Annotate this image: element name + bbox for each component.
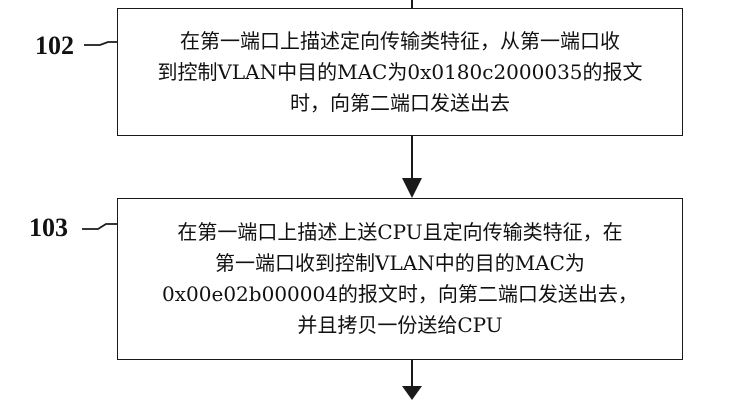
leader-line-103 xyxy=(82,223,117,230)
step-label-103: 103 xyxy=(29,213,68,242)
step-label-102: 102 xyxy=(35,31,74,60)
process-box-103-text: 在第一端口上描述上送CPU且定向传输类特征，在 第一端口收到控制VLAN中的目的… xyxy=(162,217,638,341)
process-box-102-text: 在第一端口上描述定向传输类特征，从第一端口收 到控制VLAN中目的MAC为0x0… xyxy=(157,26,642,119)
process-box-102-line: 在第一端口上描述定向传输类特征，从第一端口收 xyxy=(179,28,620,53)
process-box-103-line: 0x00e02b000004的报文时，向第二端口发送出去， xyxy=(162,282,638,306)
process-box-102: 在第一端口上描述定向传输类特征，从第一端口收 到控制VLAN中目的MAC为0x0… xyxy=(117,8,683,136)
process-box-102-line: 时，向第二端口发送出去 xyxy=(289,90,510,115)
process-box-102-line: 到控制VLAN中目的MAC为0x0180c2000035的报文 xyxy=(157,59,643,84)
process-box-103-line: 并且拷贝一份送给CPU xyxy=(297,313,503,337)
process-box-103: 在第一端口上描述上送CPU且定向传输类特征，在 第一端口收到控制VLAN中的目的… xyxy=(117,198,683,360)
arrow-2-head xyxy=(402,386,422,400)
arrow-1-head xyxy=(402,178,422,198)
leader-line-102 xyxy=(84,41,117,46)
process-box-103-line: 第一端口收到控制VLAN中的目的MAC为 xyxy=(215,251,585,275)
process-box-103-line: 在第一端口上描述上送CPU且定向传输类特征，在 xyxy=(177,220,623,244)
